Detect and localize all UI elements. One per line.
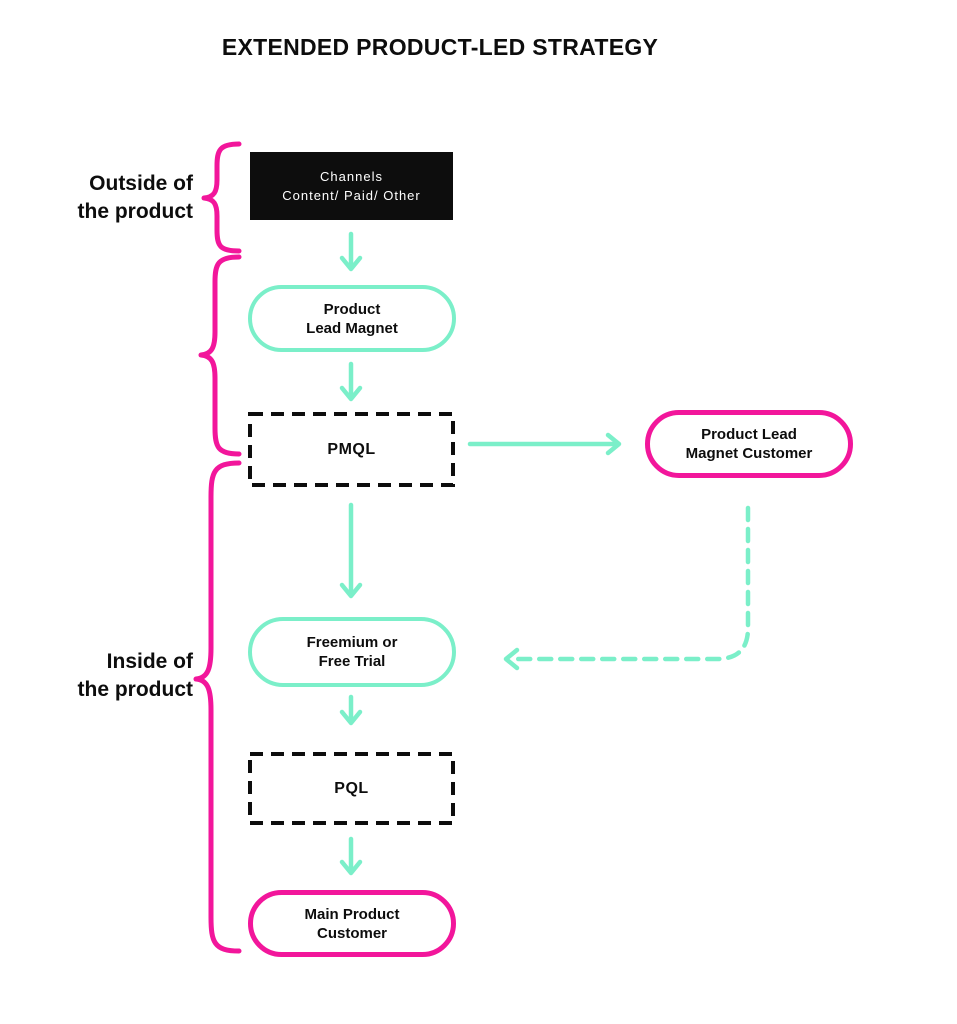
node-channels: Channels Content/ Paid/ Other — [250, 152, 453, 220]
node-product-lead-magnet-customer: Product Lead Magnet Customer — [645, 410, 853, 478]
arrow-lead-magnet-to-pmql — [339, 361, 363, 402]
node-channels-line2: Content/ Paid/ Other — [282, 188, 421, 203]
section-label-outside-line2: the product — [77, 200, 194, 223]
section-label-inside-line2: the product — [77, 678, 194, 701]
pql-box-border — [248, 752, 455, 825]
node-freemium-or-free-trial: Freemium or Free Trial — [248, 617, 456, 687]
node-pmql-label: PMQL — [327, 440, 376, 458]
node-pql: PQL — [248, 752, 455, 825]
node-main-product-customer-line1: Main Product — [304, 905, 400, 923]
node-main-product-customer-line2: Customer — [316, 924, 387, 942]
node-pmql: PMQL — [248, 412, 455, 487]
arrow-pmql-to-freemium — [339, 502, 363, 599]
node-product-lead-magnet-line2: Lead Magnet — [306, 319, 398, 337]
node-product-lead-magnet-line1: Product — [323, 300, 381, 318]
section-label-outside-line1: Outside of — [89, 172, 193, 195]
brace-middle-funnel — [198, 254, 242, 457]
node-pql-label: PQL — [334, 779, 369, 797]
section-label-inside-line1: Inside of — [106, 650, 193, 673]
node-product-lead-magnet-customer-line1: Product Lead — [701, 426, 797, 443]
node-channels-line1: Channels — [320, 169, 383, 184]
arrow-channels-to-lead-magnet — [339, 231, 363, 272]
brace-inside-product — [193, 460, 242, 954]
diagram-title: EXTENDED PRODUCT-LED STRATEGY — [221, 34, 659, 60]
node-product-lead-magnet-customer-line2: Magnet Customer — [685, 445, 813, 462]
arrow-pql-to-main-customer — [339, 836, 363, 876]
node-freemium-line1: Freemium or — [306, 634, 398, 651]
arrow-customer-to-freemium-dashed — [503, 505, 751, 671]
arrow-freemium-to-pql — [339, 694, 363, 726]
node-main-product-customer: Main Product Customer — [248, 890, 456, 957]
node-freemium-line2: Free Trial — [318, 653, 386, 670]
node-product-lead-magnet: Product Lead Magnet — [248, 285, 456, 352]
section-label-inside: Inside of the product — [0, 648, 194, 704]
pmql-box-border — [248, 412, 455, 487]
section-label-outside: Outside of the product — [0, 170, 194, 226]
brace-outside-product — [201, 141, 242, 254]
arrow-pmql-to-customer — [467, 432, 622, 456]
